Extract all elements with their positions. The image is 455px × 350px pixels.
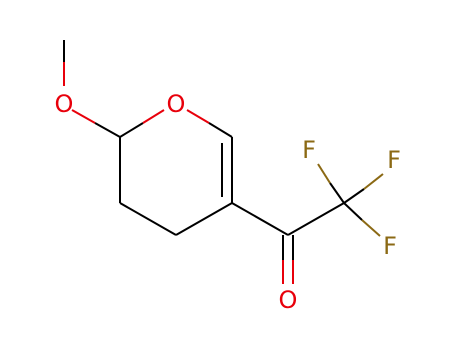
- atom-oxygen-methoxy: O: [55, 90, 74, 118]
- bond-cf3-f-bottom-b: [361, 219, 381, 237]
- atom-fluorine-top: F: [302, 136, 316, 164]
- atom-oxygen-ring: O: [167, 90, 186, 118]
- bond-c2-ring-oxygen-b: [142, 109, 165, 124]
- bond-c5-carbonyl: [231, 202, 289, 236]
- atom-fluorine-bottom: F: [383, 232, 397, 260]
- atom-fluorine-right: F: [387, 146, 401, 174]
- bond-methoxy-o-c2: [71, 109, 96, 124]
- bond-carbonyl-cf3: [287, 202, 345, 236]
- bond-ring-oxygen-c6-b: [208, 122, 233, 138]
- bond-cf3-f-right-a: [343, 188, 365, 204]
- bond-cf3-f-bottom-a: [343, 202, 363, 221]
- bond-c4-c3: [119, 202, 177, 236]
- bond-methoxy-c2: [94, 122, 121, 138]
- bond-cf3-f-top-a: [329, 182, 345, 204]
- bond-c2-ring-oxygen-a: [119, 122, 144, 138]
- bond-cf3-f-right-b: [363, 173, 384, 190]
- bond-cf3-f-top-b: [317, 163, 331, 184]
- bond-c5-c4: [175, 202, 233, 236]
- bond-ring-oxygen-c6-a: [186, 109, 210, 124]
- atom-oxygen-carbonyl: O: [279, 286, 298, 314]
